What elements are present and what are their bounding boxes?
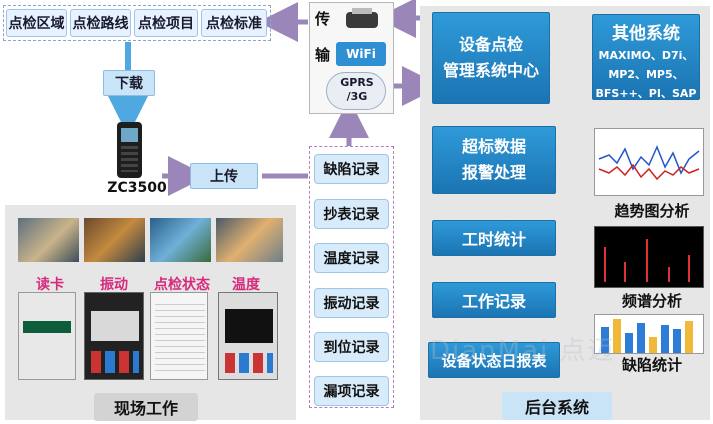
download-label: 下载: [103, 70, 155, 96]
spectrum-chart-thumbnail: [594, 226, 704, 288]
alarm-line1: 超标数据: [461, 137, 526, 156]
field-label-temperature: 温度: [232, 277, 260, 293]
transfer-label-2: 输: [315, 46, 331, 64]
center-line1: 设备点检: [458, 35, 523, 54]
record-vibration[interactable]: 振动记录: [314, 288, 389, 318]
spectrum-chart-caption: 频谱分析: [621, 292, 682, 310]
record-meter[interactable]: 抄表记录: [314, 199, 389, 229]
record-arrival[interactable]: 到位记录: [314, 332, 389, 362]
trend-chart-caption: 趋势图分析: [614, 202, 690, 220]
other-systems-line1: MAXIMO、D7i、: [598, 49, 694, 62]
other-systems-title: 其他系统: [612, 24, 680, 44]
work-records[interactable]: 工作记录: [432, 282, 556, 318]
screen-temperature: [218, 292, 278, 380]
photo-temperature: [216, 218, 283, 262]
alarm-processing[interactable]: 超标数据 报警处理: [432, 126, 556, 194]
trend-chart-svg: [595, 129, 703, 195]
record-missed[interactable]: 漏项记录: [314, 376, 389, 406]
printer-icon: [338, 6, 388, 34]
gprs-cloud-icon: [326, 72, 386, 110]
photo-vibration: [84, 218, 145, 262]
center-line2: 管理系统中心: [442, 61, 539, 80]
tab-inspection-area[interactable]: 点检区域: [6, 9, 67, 37]
field-label-status: 点检状态: [154, 277, 210, 293]
field-work-title: 现场工作: [94, 393, 198, 421]
defect-chart-thumbnail: [594, 314, 704, 354]
upload-label: 上传: [190, 163, 258, 189]
screen-card-reading: [18, 292, 76, 380]
handheld-device-icon: [117, 122, 142, 178]
tab-inspection-standard[interactable]: 点检标准: [201, 9, 267, 37]
transfer-label-1: 传: [315, 10, 331, 28]
field-label-vibration: 振动: [100, 277, 128, 293]
spectrum-chart-svg: [595, 227, 703, 287]
wifi-icon: WiFi: [336, 42, 386, 66]
records-group: [309, 146, 394, 408]
alarm-line2: 报警处理: [461, 163, 526, 182]
screen-vibration: [84, 292, 144, 380]
watermark: DianMai 点迈: [430, 336, 616, 366]
backend-title: 后台系统: [502, 392, 612, 420]
other-systems-line2: MP2、MP5、: [608, 68, 684, 81]
management-center[interactable]: 设备点检 管理系统中心: [432, 12, 550, 104]
defect-chart-svg: [601, 319, 693, 353]
record-temperature[interactable]: 温度记录: [314, 243, 389, 273]
defect-chart-caption: 缺陷统计: [621, 356, 682, 374]
other-systems-line3: BFS++、PI、SAP: [595, 87, 697, 100]
other-systems[interactable]: 其他系统 MAXIMO、D7i、 MP2、MP5、 BFS++、PI、SAP: [592, 14, 700, 100]
screen-inspection-status: [150, 292, 208, 380]
tab-inspection-item[interactable]: 点检项目: [134, 9, 198, 37]
record-defect[interactable]: 缺陷记录: [314, 154, 389, 184]
inspection-config-group: [3, 5, 271, 41]
device-model-label: ZC3500: [107, 180, 167, 196]
trend-chart-thumbnail: [594, 128, 704, 196]
gprs-label: GPRS: [340, 76, 374, 89]
tab-inspection-route[interactable]: 点检路线: [70, 9, 131, 37]
photo-inspection-status: [150, 218, 211, 262]
gprs-3g-label: /3G: [346, 90, 368, 103]
daily-status-report[interactable]: 设备状态日报表: [428, 342, 560, 378]
photo-card-reading: [18, 218, 79, 262]
work-hour-stats[interactable]: 工时统计: [432, 220, 556, 256]
field-label-card: 读卡: [36, 277, 64, 293]
